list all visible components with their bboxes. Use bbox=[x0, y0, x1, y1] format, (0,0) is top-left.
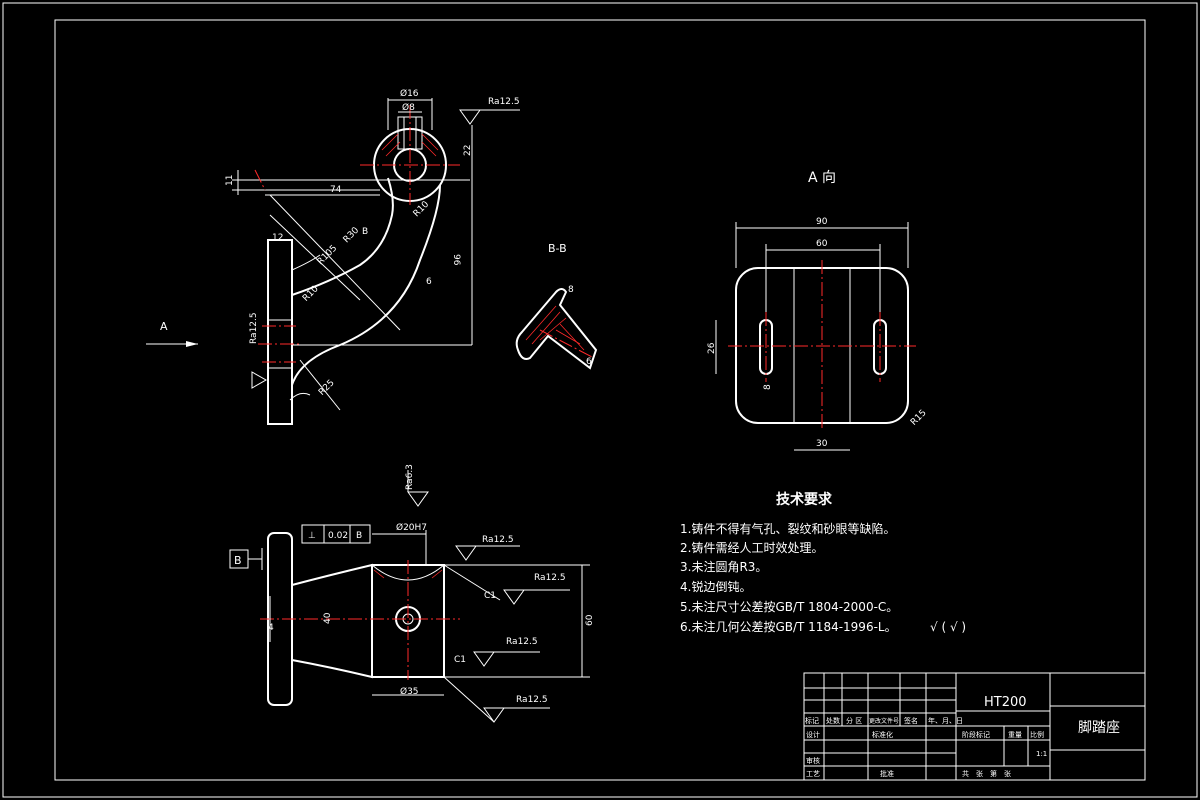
av-dim-60: 60 bbox=[816, 239, 828, 249]
geometric-tolerance-frame: ⊥ 0.02 B bbox=[301, 524, 371, 544]
section-bb: B-B 8 6 bbox=[515, 242, 598, 370]
tb-material: HT200 bbox=[984, 695, 1027, 710]
tb-standardize: 标准化 bbox=[872, 730, 893, 739]
bb-dim-8: 8 bbox=[568, 285, 574, 295]
ra-b4: Ra12.5 bbox=[516, 695, 548, 705]
tb-part-name: 脚踏座 bbox=[1078, 720, 1120, 736]
ra-top: Ra12.5 bbox=[488, 97, 520, 107]
note-1: 1.铸件不得有气孔、裂纹和砂眼等缺陷。 bbox=[680, 521, 895, 536]
dim-d6: 6 bbox=[426, 277, 432, 287]
dim-d11: 11 bbox=[225, 175, 235, 186]
tb-h2: 处数 bbox=[826, 716, 840, 725]
fit-d20: Ø20H7 bbox=[396, 522, 427, 533]
dim-d35: Ø35 bbox=[400, 686, 419, 697]
a-view: A 向 90 60 26 8 30 R15 bbox=[707, 170, 929, 451]
dim-d96: 96 bbox=[451, 254, 461, 266]
dim-40: 40 bbox=[323, 612, 333, 624]
note-2: 2.铸件需经人工时效处理。 bbox=[680, 540, 823, 555]
inner-border bbox=[54, 19, 1146, 781]
bb-profile bbox=[515, 288, 598, 370]
note-6: 6.未注几何公差按GB/T 1184-1996-L。 bbox=[680, 619, 897, 634]
dim-r10b: R10 bbox=[301, 284, 321, 304]
dim-d22: 22 bbox=[463, 145, 473, 156]
arm-inner-edge bbox=[291, 177, 394, 296]
tb-scale-value: 1:1 bbox=[1036, 750, 1047, 758]
av-dim-8: 8 bbox=[763, 384, 773, 390]
c1b: C1 bbox=[454, 655, 466, 665]
dim-d8: Ø8 bbox=[402, 102, 415, 113]
roughness-note: √ ( √ ) bbox=[930, 620, 966, 634]
tb-design: 设计 bbox=[806, 730, 820, 739]
note-3: 3.未注圆角R3。 bbox=[680, 559, 767, 574]
tb-h4: 更改文件号 bbox=[869, 717, 899, 725]
base-plate bbox=[267, 239, 293, 425]
tol-symbol: ⊥ bbox=[308, 531, 316, 541]
ra-b1: Ra12.5 bbox=[482, 535, 514, 545]
datum-b: B bbox=[234, 554, 242, 567]
title-block: 标记 处数 分 区 更改文件号 签名 年、月、日 设计 标准化 审核 工艺 批准… bbox=[803, 672, 1146, 781]
dim-d12: 12 bbox=[272, 233, 283, 243]
bb-label: B-B bbox=[548, 242, 567, 255]
tol-value: 0.02 bbox=[328, 531, 348, 541]
notes-title: 技术要求 bbox=[776, 491, 833, 508]
dim-d74: 74 bbox=[330, 185, 342, 195]
technical-notes: 技术要求 1.铸件不得有气孔、裂纹和砂眼等缺陷。 2.铸件需经人工时效处理。 3… bbox=[680, 491, 966, 634]
note-4: 4.锐边倒钝。 bbox=[680, 580, 751, 594]
b-mark: B bbox=[362, 227, 368, 237]
dim-60: 60 bbox=[585, 614, 595, 626]
dim-d16: Ø16 bbox=[400, 88, 419, 99]
dim-r25: R25 bbox=[317, 378, 337, 398]
a-view-title: A 向 bbox=[808, 170, 836, 186]
bb-dim-6: 6 bbox=[586, 357, 592, 367]
tb-h5: 签名 bbox=[904, 716, 918, 725]
ra-b3: Ra12.5 bbox=[506, 637, 538, 647]
dim-4: 4 bbox=[268, 623, 274, 633]
arrow-a-label: A bbox=[160, 320, 168, 333]
av-dim-26: 26 bbox=[707, 342, 717, 354]
tb-sheets: 共 张 第 张 bbox=[962, 769, 1011, 778]
tb-process: 工艺 bbox=[806, 770, 820, 778]
dim-r10a: R10 bbox=[412, 199, 432, 219]
tb-h6: 年、月、日 bbox=[928, 716, 963, 725]
tb-h3: 分 区 bbox=[846, 716, 862, 725]
ra-left: Ra12.5 bbox=[249, 312, 259, 344]
tb-weight: 重量 bbox=[1008, 731, 1022, 739]
tb-h1: 标记 bbox=[805, 716, 819, 725]
dim-r30: R30 bbox=[342, 225, 362, 245]
c1a: C1 bbox=[484, 591, 496, 601]
bottom-view: ⊥ 0.02 B B Ra6.3 Ø20H7 Ra12.5 Ra12.5 C1 … bbox=[229, 464, 595, 723]
av-dim-r15: R15 bbox=[909, 408, 929, 428]
av-dim-90: 90 bbox=[816, 217, 828, 227]
tb-review: 审核 bbox=[806, 756, 820, 765]
ra-bottom-top: Ra6.3 bbox=[405, 464, 415, 490]
main-view: Ø16 Ø8 Ra12.5 22 11 74 R10 R30 B R105 12… bbox=[146, 88, 520, 425]
tb-stage: 阶段标记 bbox=[962, 730, 990, 739]
ra-b2: Ra12.5 bbox=[534, 573, 566, 583]
tb-approve: 批准 bbox=[880, 769, 894, 778]
av-dim-30: 30 bbox=[816, 439, 828, 449]
note-5: 5.未注尺寸公差按GB/T 1804-2000-C。 bbox=[680, 599, 898, 614]
arm-outer-edge bbox=[291, 184, 441, 386]
tb-scale: 比例 bbox=[1030, 730, 1044, 739]
tol-datum: B bbox=[356, 531, 362, 541]
